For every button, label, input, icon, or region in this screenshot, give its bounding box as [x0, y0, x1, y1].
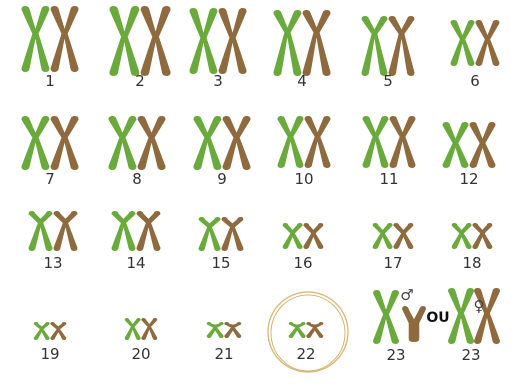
chromosome-6-brown	[475, 20, 499, 66]
chromosome-15-brown	[221, 217, 243, 251]
chromosome-2-brown	[141, 6, 171, 76]
chromosome-1-green	[21, 6, 49, 72]
male-symbol: ♂	[400, 286, 413, 304]
pair-label-18: 18	[462, 254, 481, 272]
chromosome-layer	[21, 6, 500, 344]
pair-label-7: 7	[45, 170, 55, 188]
chromosome-21-green	[207, 322, 224, 338]
chromosome-5-green	[361, 16, 387, 76]
or-connector-label: OU	[426, 310, 449, 326]
chromosome-7-brown	[51, 116, 79, 170]
chromosome-5-brown	[389, 16, 415, 76]
chromosome-22-green	[289, 322, 306, 338]
pair-label-6: 6	[470, 72, 480, 90]
female-symbol: ♀	[474, 297, 485, 315]
pair-label-22: 22	[296, 345, 315, 363]
pair-label-20: 20	[131, 345, 150, 363]
pair-label-16: 16	[293, 254, 312, 272]
chromosome-2-green	[109, 6, 139, 76]
chromosome-11-brown	[390, 116, 416, 168]
chromosome-18-brown	[472, 223, 492, 249]
pair-label-1: 1	[45, 72, 55, 90]
chromosome-12-green	[442, 122, 468, 168]
pair-label-4: 4	[297, 72, 307, 90]
chromosome-19-green	[34, 322, 50, 340]
pair-label-11: 11	[379, 170, 398, 188]
pair-label-3: 3	[213, 72, 223, 90]
pair-label-5: 5	[383, 72, 393, 90]
chromosome-17-green	[373, 223, 393, 249]
sex-chromosome-label-female: 23	[461, 346, 480, 364]
chromosome-y-male	[402, 306, 426, 342]
chromosome-10-brown	[305, 116, 331, 168]
pair-label-2: 2	[135, 72, 145, 90]
chromosome-4-green	[273, 10, 301, 76]
chromosome-11-green	[362, 116, 388, 168]
chromosome-16-brown	[303, 223, 323, 249]
chromosome-3-brown	[219, 8, 247, 74]
chromosome-13-brown	[53, 211, 77, 251]
chromosome-10-green	[277, 116, 303, 168]
chromosome-19-brown	[50, 322, 66, 340]
pair-label-12: 12	[459, 170, 478, 188]
pair-label-19: 19	[40, 345, 59, 363]
pair-label-8: 8	[132, 170, 142, 188]
chromosome-22-brown	[306, 322, 323, 338]
chromosome-9-green	[193, 116, 221, 170]
chromosome-6-green	[451, 20, 475, 66]
chromosome-21-brown	[224, 322, 241, 338]
chromosome-8-brown	[138, 116, 166, 170]
chromosome-x-male	[373, 290, 399, 344]
chromosome-x-female-green	[448, 288, 474, 344]
chromosome-20-brown	[141, 318, 157, 340]
chromosome-9-brown	[223, 116, 251, 170]
chromosome-17-brown	[393, 223, 413, 249]
chromosome-4-brown	[303, 10, 331, 76]
chromosome-13-green	[29, 211, 53, 251]
chromosome-16-green	[283, 223, 303, 249]
pair-label-14: 14	[126, 254, 145, 272]
chromosome-14-green	[112, 211, 136, 251]
chromosome-18-green	[452, 223, 472, 249]
chromosome-12-brown	[470, 122, 496, 168]
chromosome-14-brown	[136, 211, 160, 251]
pair-label-13: 13	[43, 254, 62, 272]
pair-label-17: 17	[383, 254, 402, 272]
chromosome-20-green	[125, 318, 141, 340]
pair-label-15: 15	[211, 254, 230, 272]
chromosome-15-green	[199, 217, 221, 251]
chromosome-3-green	[189, 8, 217, 74]
chromosome-1-brown	[51, 6, 79, 72]
chromosome-8-green	[108, 116, 136, 170]
pair-label-9: 9	[217, 170, 227, 188]
pair-label-10: 10	[294, 170, 313, 188]
sex-chromosome-label-male: 23	[386, 346, 405, 364]
pair-label-21: 21	[214, 345, 233, 363]
chromosome-7-green	[21, 116, 49, 170]
